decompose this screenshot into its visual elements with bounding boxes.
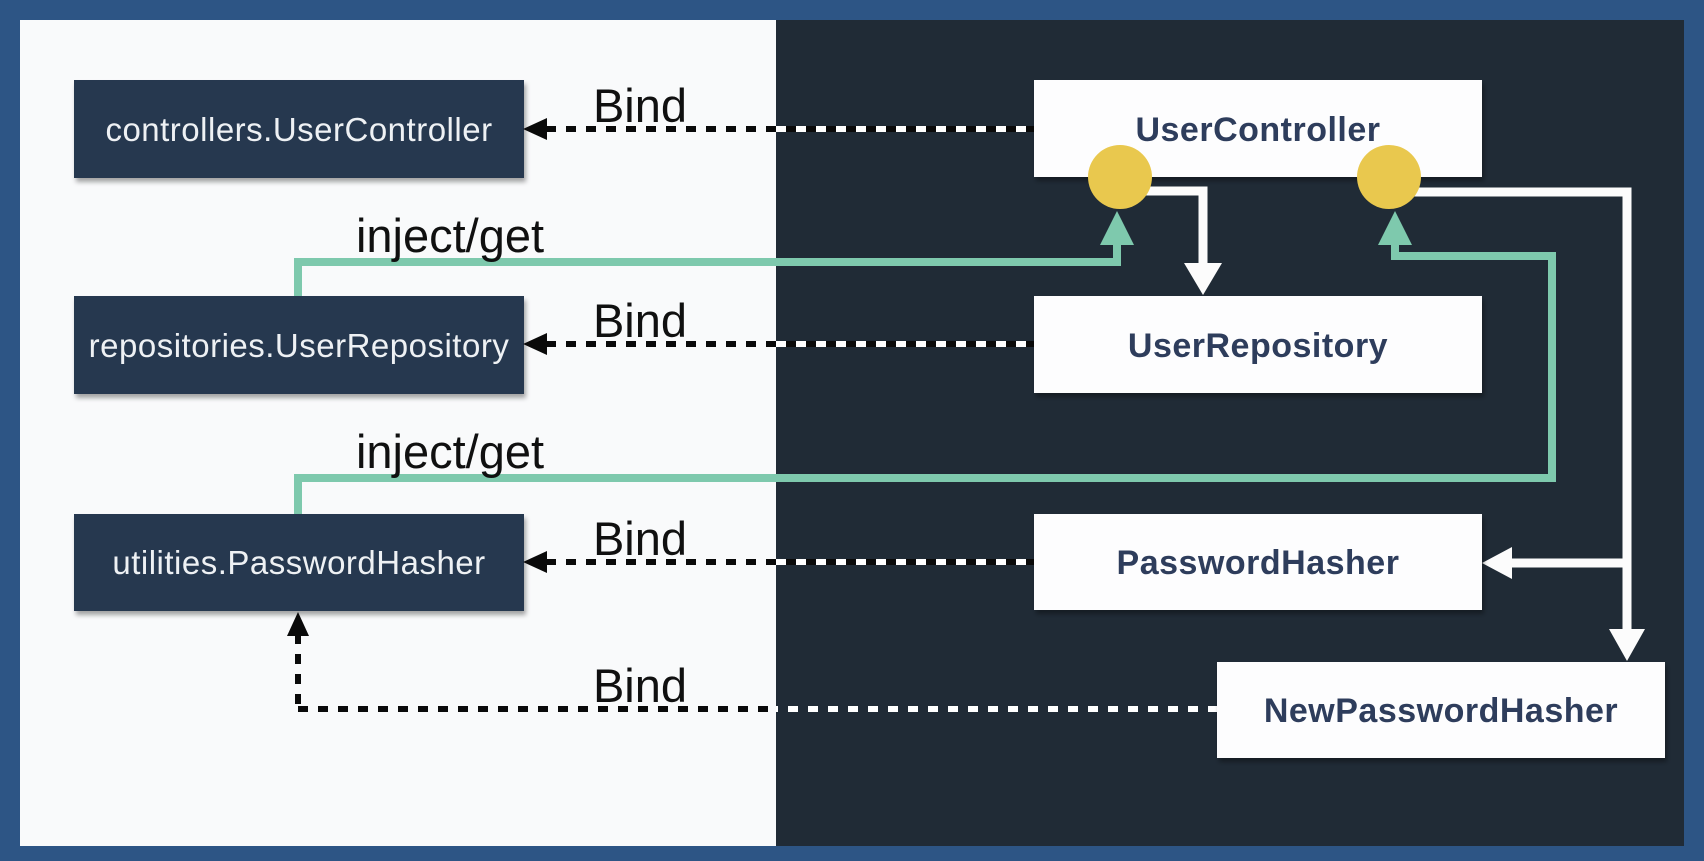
box-newpasswordhasher: NewPasswordHasher xyxy=(1217,662,1665,758)
class-label: NewPasswordHasher xyxy=(1264,692,1618,730)
box-userrepository: UserRepository xyxy=(1034,296,1482,393)
binding-key-label: utilities.PasswordHasher xyxy=(112,544,485,581)
bind-label-2: Bind xyxy=(593,294,687,347)
inject-get-label-1: inject/get xyxy=(356,209,544,262)
box-passwordhasher: PasswordHasher xyxy=(1034,514,1482,610)
class-label: PasswordHasher xyxy=(1117,544,1400,582)
bind-label-3: Bind xyxy=(593,512,687,565)
resolve-arrowhead-down-1 xyxy=(1184,263,1222,295)
inject-get-label-2: inject/get xyxy=(356,425,544,478)
resolve-edge-passwordhashers xyxy=(1380,187,1645,661)
bind-arrowhead-4 xyxy=(287,612,309,636)
inject-edge-passwordhasher xyxy=(294,211,1556,514)
inject-arrowhead-1 xyxy=(1100,211,1134,245)
class-label: UserController xyxy=(1135,111,1380,149)
resolve-arrowhead-left xyxy=(1482,547,1512,579)
bind-label-4: Bind xyxy=(593,659,687,712)
bind-arrowhead-2 xyxy=(523,333,547,355)
bind-arrowhead-1 xyxy=(523,118,547,140)
box-repositories-userrepository: repositories.UserRepository xyxy=(74,296,524,394)
class-label: UserRepository xyxy=(1128,327,1388,365)
resolve-arrowhead-down-2 xyxy=(1609,629,1645,661)
inject-edge-userrepository xyxy=(294,211,1134,296)
box-utilities-passwordhasher: utilities.PasswordHasher xyxy=(74,514,524,611)
inject-arrowhead-2 xyxy=(1378,211,1412,245)
bind-label-1: Bind xyxy=(593,79,687,132)
binding-key-label: controllers.UserController xyxy=(105,111,492,148)
bind-edge-newpasswordhasher xyxy=(295,634,1218,712)
injection-port-1-icon xyxy=(1088,145,1152,209)
bind-arrowhead-3 xyxy=(523,551,547,573)
resolve-edge-userrepository xyxy=(1130,186,1222,295)
injection-port-2-icon xyxy=(1357,145,1421,209)
box-controllers-usercontroller: controllers.UserController xyxy=(74,80,524,178)
binding-key-label: repositories.UserRepository xyxy=(89,327,510,364)
